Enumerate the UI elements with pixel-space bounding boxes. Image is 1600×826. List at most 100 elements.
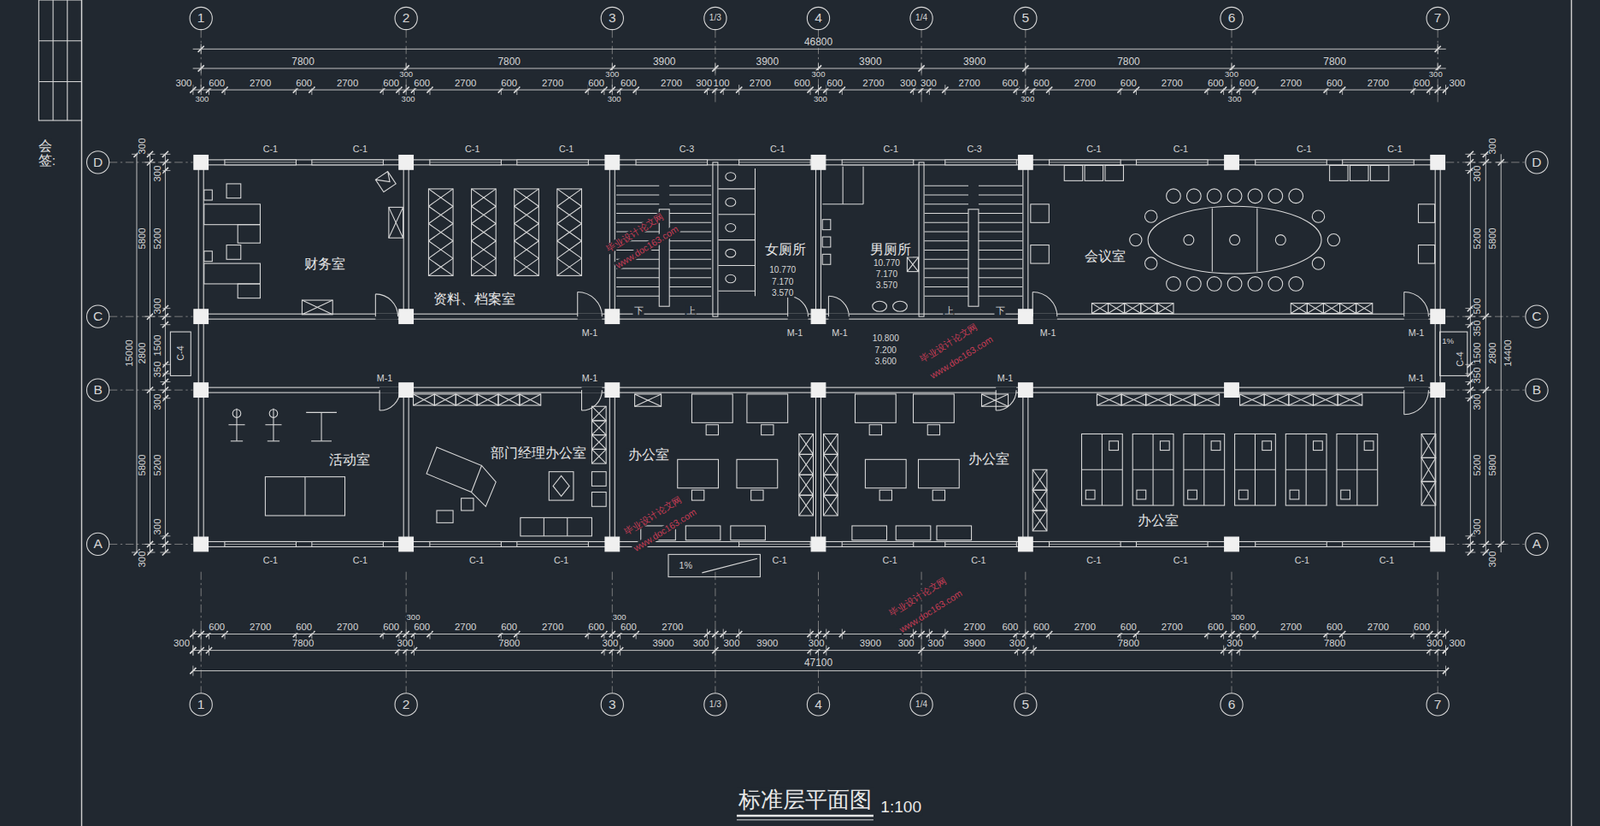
extension-line <box>159 551 171 553</box>
dimension-text: 600 <box>1325 623 1344 633</box>
extension-line <box>1231 84 1233 95</box>
axis-number: 7 <box>1433 697 1443 712</box>
dimension-text: 600 <box>294 623 313 633</box>
chair <box>1311 257 1324 270</box>
dimension-text: 5200 <box>1472 453 1483 477</box>
window-symbol <box>1255 541 1328 547</box>
column <box>194 536 209 552</box>
axis-bubble <box>86 532 109 555</box>
room-name: 办公室 <box>626 448 671 463</box>
armchair <box>936 525 972 541</box>
window-symbol <box>841 161 914 163</box>
dimension-text: 300 <box>1008 639 1027 649</box>
cabinet-symbol <box>519 394 542 406</box>
wall <box>1023 162 1029 317</box>
axis-line <box>611 571 613 694</box>
wall <box>403 389 409 544</box>
axis-bubble <box>1525 151 1548 174</box>
column <box>1017 536 1033 552</box>
window-tag: C-1 <box>468 555 485 565</box>
column <box>1017 154 1033 170</box>
toilet-fixture <box>725 172 736 182</box>
fitness-equipment <box>269 409 278 418</box>
axis-line <box>714 571 716 694</box>
door-swing <box>788 295 809 317</box>
cabinet-symbol <box>1146 394 1171 406</box>
column <box>399 382 414 398</box>
stair-tread <box>924 185 969 187</box>
chair <box>879 489 892 500</box>
dimension-text: 2700 <box>1366 78 1390 89</box>
dimension-text: 600 <box>500 78 518 89</box>
stair-tread <box>616 212 659 214</box>
elevation-text: 7.170 <box>875 270 899 279</box>
desk <box>854 394 896 423</box>
window-symbol <box>1136 541 1209 547</box>
signature-table <box>38 40 82 42</box>
cabinet-symbol <box>1421 433 1436 458</box>
cabinet-symbol <box>1264 394 1289 406</box>
room-name: 会议室 <box>1082 249 1128 264</box>
dimension-line <box>1500 153 1502 553</box>
column <box>1430 309 1446 324</box>
toilet-partition <box>717 213 755 215</box>
archive-rack <box>428 223 453 242</box>
cabinet-symbol <box>591 435 606 450</box>
dimension-text: 2700 <box>861 78 885 89</box>
door-leaf <box>1403 389 1405 415</box>
extension-line <box>714 63 716 74</box>
dimension-text: 7800 <box>1323 639 1347 649</box>
door-opening <box>582 387 603 394</box>
dimension-text: 300 <box>604 70 620 79</box>
axis-line <box>1231 571 1233 694</box>
dimension-text: 300 <box>1225 639 1244 649</box>
dimension-text: 2800 <box>137 341 148 365</box>
door-tag: M-1 <box>1407 328 1426 338</box>
workstation <box>1336 433 1378 506</box>
window-symbol <box>1255 543 1328 545</box>
chair <box>1327 233 1340 246</box>
wall <box>403 162 409 317</box>
axis-line <box>714 29 716 103</box>
dimension-text: 300 <box>405 613 422 623</box>
dimension-text: 600 <box>587 623 606 633</box>
cabinet-symbol <box>1356 303 1373 314</box>
cabinet-symbol <box>1096 394 1122 406</box>
archive-rack <box>471 205 497 224</box>
monitor <box>204 189 213 200</box>
window-symbol <box>429 161 502 163</box>
chair <box>1129 233 1142 246</box>
stair-tread <box>669 185 712 187</box>
sink-fixture <box>893 300 908 312</box>
dimension-text: 300 <box>152 164 163 183</box>
chair <box>1166 188 1182 204</box>
cabinet-symbol <box>1124 303 1142 314</box>
extension-line <box>145 316 156 318</box>
stair-tread <box>978 203 1023 205</box>
chair <box>1145 257 1158 270</box>
archive-rack <box>514 258 540 276</box>
dimension-text: 2700 <box>248 78 272 89</box>
wall <box>712 162 718 317</box>
cabinet-symbol <box>1288 394 1314 406</box>
toilet-partition <box>862 166 864 205</box>
door-leaf <box>379 389 381 411</box>
dimension-text: 300 <box>137 550 148 569</box>
dimension-text: 5800 <box>1488 453 1498 477</box>
dimension-text: 2700 <box>541 78 565 89</box>
column <box>194 382 209 398</box>
cabinet-symbol <box>1157 303 1174 314</box>
dimension-text: 2700 <box>1279 78 1303 89</box>
toilet-partition <box>717 264 755 266</box>
axis-letter: B <box>1531 382 1542 397</box>
cabinet-symbol <box>799 433 814 454</box>
cabinet-symbol <box>476 394 499 406</box>
cabinet-symbol <box>823 433 838 454</box>
entrance-ramp <box>668 553 760 577</box>
cabinet-symbol <box>1032 469 1048 490</box>
window-tag: C-1 <box>970 555 987 565</box>
column <box>1224 382 1240 398</box>
table-tennis-table <box>304 476 306 516</box>
dimension-text: 7800 <box>1117 639 1141 649</box>
